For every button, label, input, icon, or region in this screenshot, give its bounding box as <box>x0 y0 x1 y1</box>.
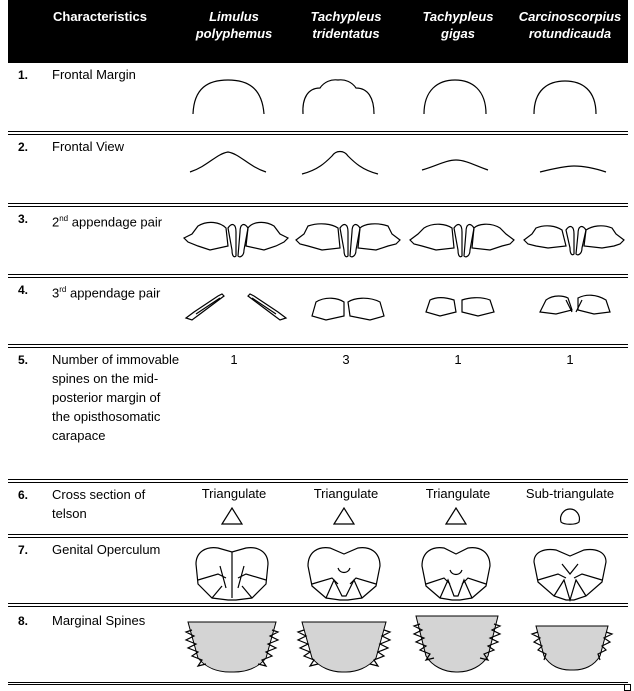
appendage-3-limulus-illustration <box>184 293 288 321</box>
row-number: 2. <box>18 140 29 154</box>
row-number: 5. <box>18 353 29 367</box>
appendage-2-rotundicauda-illustration <box>523 225 625 256</box>
row-label-cross-section-telson: Cross section of telson <box>52 487 146 521</box>
spines-count-gigas: 1 <box>454 352 462 367</box>
frontal-margin-gigas-illustration <box>423 79 487 115</box>
row-label-marginal-spines: Marginal Spines <box>52 613 146 628</box>
frontal-margin-rotundicauda-illustration <box>533 80 597 115</box>
row-divider <box>8 277 628 278</box>
marginal-spines-gigas-illustration <box>412 615 502 673</box>
spines-count-rotundicauda: 1 <box>566 352 574 367</box>
operculum-tridentatus-illustration <box>307 547 381 601</box>
frontal-margin-tridentatus-illustration <box>302 79 375 115</box>
row-divider <box>8 603 628 604</box>
appendage-3-rotundicauda-illustration <box>539 294 611 315</box>
row-label-2nd-appendage-pair: 2nd appendage pair <box>52 214 163 230</box>
row-divider <box>8 682 628 683</box>
frontal-margin-limulus-illustration <box>192 79 265 115</box>
row-label-frontal-margin: Frontal Margin <box>52 67 136 82</box>
row-divider <box>8 479 628 480</box>
row-number: 1. <box>18 68 29 82</box>
operculum-rotundicauda-illustration <box>533 548 607 603</box>
rounded-triangle-icon <box>559 508 581 525</box>
row-divider <box>8 537 628 538</box>
frontal-view-rotundicauda-illustration <box>539 165 607 173</box>
telson-limulus: Triangulate <box>201 486 267 501</box>
row-divider <box>8 134 628 135</box>
row-divider <box>8 482 628 483</box>
table-header: Characteristics Limulus polyphemus Tachy… <box>8 0 628 62</box>
triangle-icon <box>220 506 244 525</box>
header-species-4: Carcinoscorpius rotundicauda <box>518 9 622 41</box>
marginal-spines-limulus-illustration <box>184 621 280 673</box>
row-divider <box>8 606 628 607</box>
row-number: 7. <box>18 543 29 557</box>
row-number: 6. <box>18 488 29 502</box>
spines-count-limulus: 1 <box>230 352 238 367</box>
row-number: 8. <box>18 614 29 628</box>
frontal-view-tridentatus-illustration <box>301 150 379 175</box>
row-divider <box>8 131 628 132</box>
marginal-spines-tridentatus-illustration <box>296 621 392 673</box>
row-divider <box>8 62 628 63</box>
operculum-limulus-illustration <box>195 547 269 601</box>
row-divider <box>8 203 628 204</box>
row-label-genital-operculum: Genital Operculum <box>52 542 161 557</box>
spines-count-tridentatus: 3 <box>342 352 350 367</box>
row-label-immovable-spines: Number of immovable spines on the mid-po… <box>52 352 180 443</box>
row-divider <box>8 344 628 345</box>
frontal-view-gigas-illustration <box>421 159 489 171</box>
row-divider <box>8 274 628 275</box>
operculum-gigas-illustration <box>421 547 491 601</box>
telson-rotundicauda: Sub-triangulate <box>525 486 615 501</box>
triangle-icon <box>332 506 356 525</box>
header-characteristics: Characteristics <box>53 9 147 24</box>
row-divider <box>8 534 628 535</box>
appendage-2-tridentatus-illustration <box>295 223 401 258</box>
characteristics-table: Characteristics Limulus polyphemus Tachy… <box>8 0 628 685</box>
header-species-3: Tachypleus gigas <box>422 9 494 41</box>
row-divider <box>8 206 628 207</box>
row-label-3rd-appendage-pair: 3rd appendage pair <box>52 285 161 301</box>
appendage-3-gigas-illustration <box>425 297 495 317</box>
row-label-frontal-view: Frontal View <box>52 139 125 154</box>
row-number: 4. <box>18 283 29 297</box>
telson-tridentatus: Triangulate <box>313 486 379 501</box>
header-species-2: Tachypleus tridentatus <box>310 9 382 41</box>
appendage-2-limulus-illustration <box>182 221 290 258</box>
row-divider <box>8 347 628 348</box>
header-species-1: Limulus polyphemus <box>195 9 273 41</box>
telson-gigas: Triangulate <box>425 486 491 501</box>
marginal-spines-rotundicauda-illustration <box>530 625 614 671</box>
appendage-2-gigas-illustration <box>409 223 515 258</box>
triangle-icon <box>444 506 468 525</box>
row-number: 3. <box>18 212 29 226</box>
frontal-view-limulus-illustration <box>189 151 267 173</box>
row-divider <box>8 684 628 685</box>
appendage-3-tridentatus-illustration <box>311 297 385 321</box>
